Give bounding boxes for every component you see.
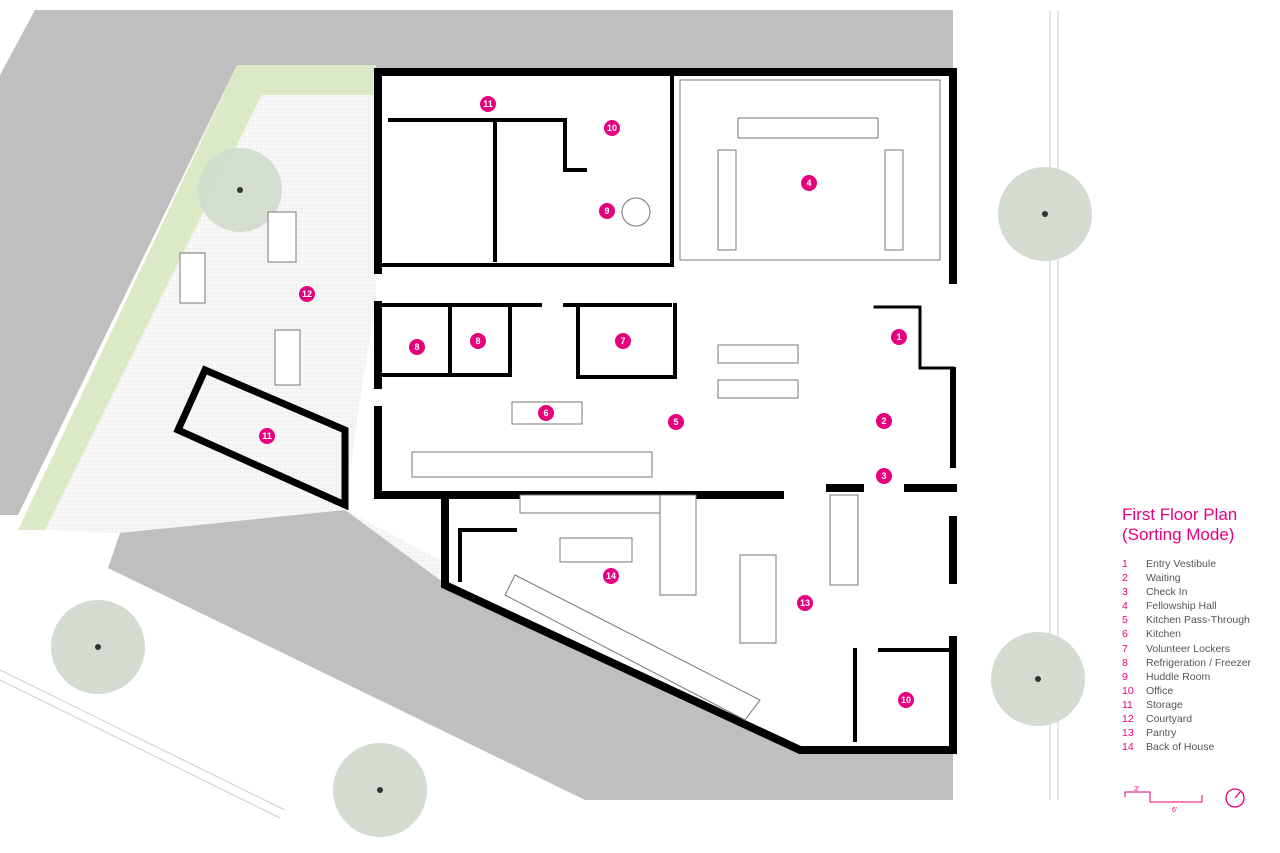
legend-number: 2 — [1122, 572, 1128, 585]
legend-label: Entry Vestibule — [1146, 558, 1217, 570]
walls — [173, 68, 957, 754]
svg-text:5: 5 — [673, 417, 678, 427]
furniture — [179, 79, 941, 721]
legend-label: Huddle Room — [1146, 670, 1211, 683]
svg-text:13: 13 — [800, 598, 810, 608]
legend-number: 9 — [1122, 670, 1128, 683]
svg-text:11: 11 — [483, 99, 493, 109]
svg-text:3: 3 — [881, 471, 886, 481]
svg-text:11: 11 — [262, 431, 272, 441]
legend-item: 9 Huddle Room — [1122, 670, 1251, 684]
svg-text:14: 14 — [606, 571, 616, 581]
room-marker-1: 1 — [891, 329, 907, 345]
street-south — [108, 510, 953, 800]
legend-label: Kitchen Pass-Through — [1146, 614, 1250, 627]
svg-text:2: 2 — [881, 416, 886, 426]
svg-text:8: 8 — [414, 342, 419, 352]
legend-item: 4 Fellowship Hall — [1122, 599, 1251, 613]
tree-icon — [991, 632, 1085, 726]
title-line-2: (Sorting Mode) — [1122, 525, 1235, 544]
street-north — [0, 10, 953, 515]
scale-label-large: 6' — [1172, 807, 1177, 814]
legend-item: 1 Entry Vestibule — [1122, 557, 1251, 571]
legend-number: 8 — [1122, 656, 1128, 669]
scale-bar — [1124, 791, 1203, 803]
legend: First Floor Plan(Sorting Mode) 1 Entry Ve… — [1122, 505, 1251, 754]
legend-number: 11 — [1122, 698, 1133, 711]
svg-text:9: 9 — [604, 206, 609, 216]
legend-item: 5 Kitchen Pass-Through — [1122, 613, 1251, 627]
legend-item: 13 Pantry — [1122, 726, 1251, 740]
title-line-1: First Floor Plan — [1122, 505, 1238, 524]
legend-item: 8 Refrigeration / Freezer — [1122, 656, 1251, 670]
tree-icon — [333, 743, 427, 837]
legend-item: 3 Check In — [1122, 585, 1251, 599]
room-marker-10: 10 — [898, 692, 914, 708]
legend-number: 1 — [1122, 558, 1128, 570]
svg-text:1: 1 — [896, 332, 901, 342]
legend-item: 2 Waiting — [1122, 571, 1251, 585]
legend-label: Courtyard — [1146, 713, 1193, 726]
svg-text:4: 4 — [806, 178, 811, 188]
legend-item: 14 Back of House — [1122, 740, 1251, 754]
legend-label: Check In — [1146, 586, 1188, 599]
tree-icon — [198, 148, 282, 232]
legend-number: 6 — [1122, 628, 1128, 641]
room-marker-8: 8 — [409, 339, 425, 355]
legend-item: 11 Storage — [1122, 698, 1251, 712]
room-marker-13: 13 — [797, 595, 813, 611]
room-marker-3: 3 — [876, 468, 892, 484]
legend-number: 4 — [1122, 600, 1128, 613]
legend-number: 3 — [1122, 586, 1128, 599]
room-marker-10: 10 — [604, 120, 620, 136]
legend-number: 10 — [1122, 684, 1134, 697]
legend-label: Office — [1146, 684, 1174, 697]
scale-and-north: 3' 6' — [1124, 786, 1245, 814]
room-marker-12: 12 — [299, 286, 315, 302]
room-marker-9: 9 — [599, 203, 615, 219]
svg-text:12: 12 — [302, 289, 312, 299]
room-marker-11: 11 — [480, 96, 496, 112]
room-marker-14: 14 — [603, 568, 619, 584]
sidewalk-line — [0, 669, 286, 811]
legend-item: 6 Kitchen — [1122, 627, 1251, 641]
legend-label: Storage — [1146, 698, 1183, 711]
sidewalk-line — [0, 679, 281, 819]
legend-label: Fellowship Hall — [1146, 600, 1217, 613]
tree-icon — [51, 600, 145, 694]
room-marker-6: 6 — [538, 405, 554, 421]
svg-text:8: 8 — [475, 336, 480, 346]
legend-number: 12 — [1122, 713, 1134, 726]
legend-label: Waiting — [1146, 572, 1181, 585]
plan-title: First Floor Plan(Sorting Mode) — [1122, 505, 1251, 545]
legend-item: 12 Courtyard — [1122, 712, 1251, 726]
courtyard-paving — [45, 95, 440, 580]
legend-item: 7 Volunteer Lockers — [1122, 642, 1251, 656]
planting-strip — [18, 65, 376, 530]
legend-item: 10 Office — [1122, 684, 1251, 698]
legend-label: Pantry — [1146, 727, 1177, 740]
legend-number: 5 — [1122, 614, 1128, 627]
svg-text:7: 7 — [620, 336, 625, 346]
svg-text:10: 10 — [607, 123, 617, 133]
room-marker-2: 2 — [876, 413, 892, 429]
room-marker-7: 7 — [615, 333, 631, 349]
legend-label: Refrigeration / Freezer — [1146, 656, 1252, 669]
tree-icon — [998, 167, 1092, 261]
legend-number: 14 — [1122, 741, 1134, 754]
scale-label-small: 3' — [1134, 786, 1139, 793]
room-marker-11: 11 — [259, 428, 275, 444]
svg-text:10: 10 — [901, 695, 911, 705]
room-marker-4: 4 — [801, 175, 817, 191]
svg-text:6: 6 — [543, 408, 548, 418]
legend-label: Back of House — [1146, 741, 1215, 754]
room-marker-8: 8 — [470, 333, 486, 349]
legend-label: Kitchen — [1146, 628, 1182, 641]
north-arrow-icon — [1225, 788, 1245, 808]
legend-number: 13 — [1122, 727, 1134, 740]
legend-label: Volunteer Lockers — [1146, 642, 1231, 655]
room-marker-5: 5 — [668, 414, 684, 430]
legend-number: 7 — [1122, 642, 1128, 655]
